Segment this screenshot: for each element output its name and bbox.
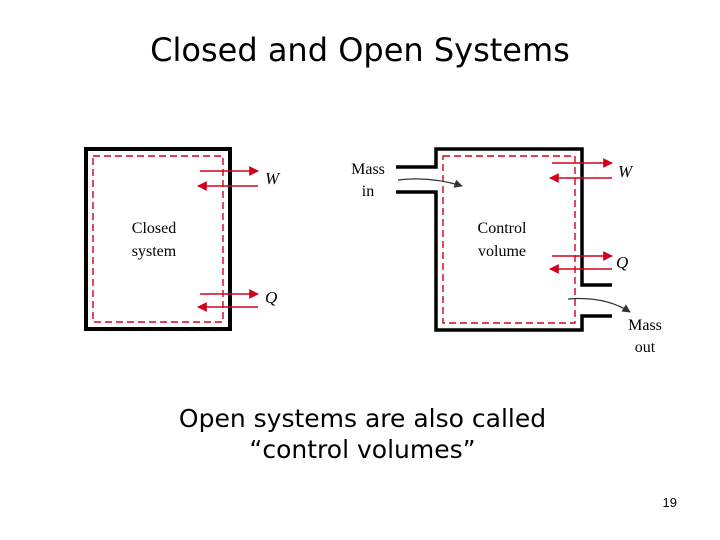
mass-in-arrow xyxy=(397,178,463,188)
mass-in-label-line2: in xyxy=(362,183,374,200)
caption-line-2: “control volumes” xyxy=(249,435,476,464)
page-number: 19 xyxy=(662,495,677,510)
open-system: Mass in Control volume W Q Mass out xyxy=(351,147,662,356)
mass-out-label-line1: Mass xyxy=(628,317,662,334)
mass-in-label-line1: Mass xyxy=(351,161,385,178)
mass-out-arrow xyxy=(567,297,631,313)
closed-system-wall xyxy=(84,147,232,331)
closed-system-label-line1: Closed xyxy=(132,220,176,237)
closed-heat-symbol: Q xyxy=(265,288,277,307)
control-volume-label-line2: volume xyxy=(478,243,526,260)
closed-system-label-line2: system xyxy=(132,243,177,260)
control-volume-boundary xyxy=(442,155,576,324)
mass-out-label-line2: out xyxy=(635,339,656,356)
caption-line-1: Open systems are also called xyxy=(178,404,547,433)
closed-work-symbol: W xyxy=(265,169,281,188)
closed-system-boundary xyxy=(92,155,224,323)
open-heat-symbol: Q xyxy=(616,253,628,272)
slide-title: Closed and Open Systems xyxy=(150,31,570,69)
closed-system: Closed system W Q xyxy=(84,147,281,331)
control-volume-label-line1: Control xyxy=(478,220,527,237)
slide-caption: Open systems are also called “control vo… xyxy=(100,403,625,465)
open-work-symbol: W xyxy=(618,162,634,181)
open-system-wall xyxy=(396,147,612,332)
